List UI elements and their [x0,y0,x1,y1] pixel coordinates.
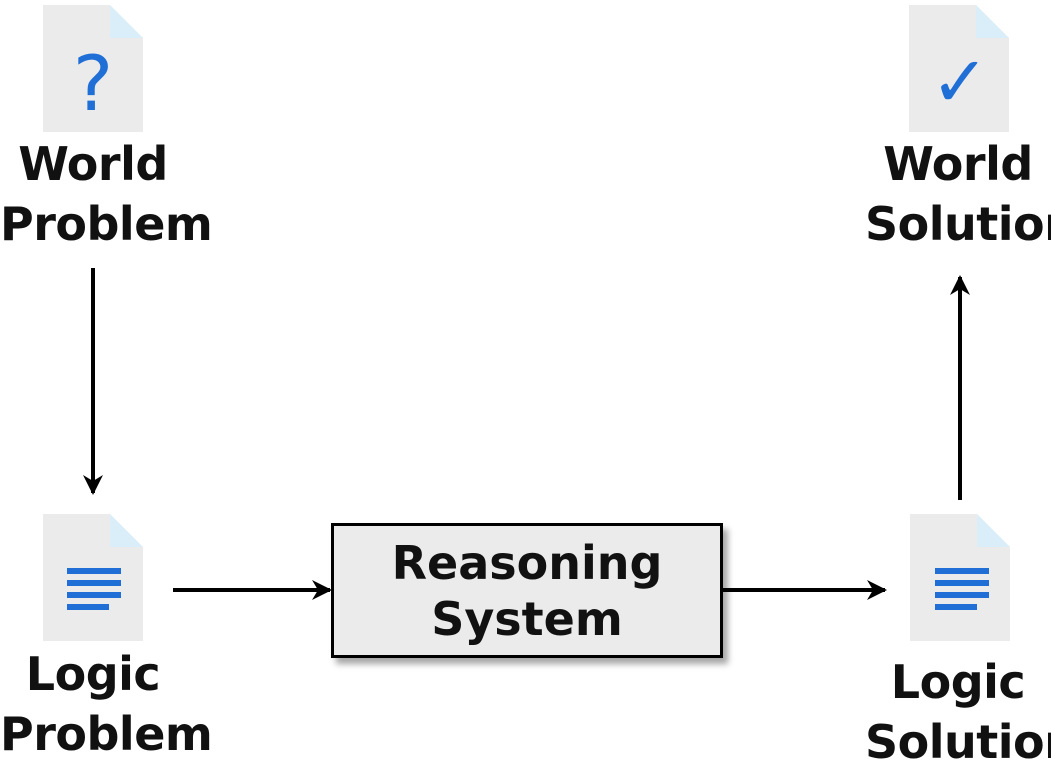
logic-solution-line2: Solution [865,715,1051,763]
world-solution-line1: World [883,137,1033,191]
checkmark-document-icon: ✓ [909,5,1009,132]
logic-solution-line1: Logic [890,655,1026,709]
text-document-icon [910,514,1010,641]
logic-problem-line1: Logic [25,647,161,701]
reasoning-system-line2: System [431,591,623,646]
text-document-icon [43,514,143,641]
world-problem-line1: World [18,137,168,191]
world-solution-line2: Solution [865,197,1051,251]
world-problem-line2: Problem [0,197,213,251]
question-mark-glyph: ? [73,39,113,128]
world-solution-label: World Solution [865,134,1051,254]
reasoning-system-box: Reasoning System [331,523,723,658]
logic-problem-label: Logic Problem [0,644,213,764]
logic-solution-label: Logic Solution [865,652,1051,763]
question-document-icon: ? [43,5,143,132]
logic-problem-line2: Problem [0,707,213,761]
checkmark-glyph: ✓ [931,41,990,123]
world-problem-label: World Problem [0,134,213,254]
reasoning-system-line1: Reasoning [391,535,663,590]
